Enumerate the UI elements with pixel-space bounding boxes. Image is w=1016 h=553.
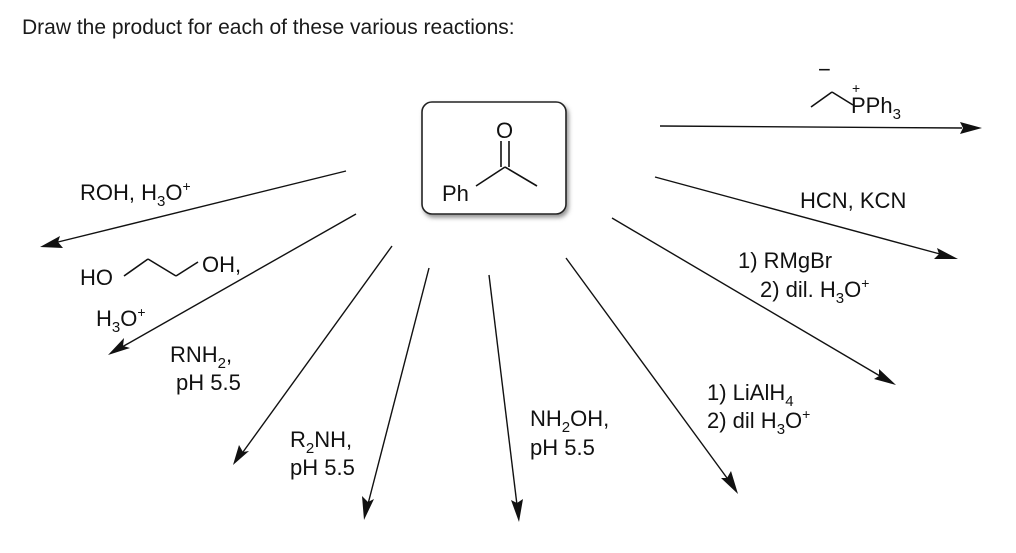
glycol-oh-label: OH, [202, 252, 241, 277]
primary-amine-label: RNH [170, 342, 218, 367]
reagent-primary-amine: RNH2, pH 5.5 [170, 342, 241, 395]
lialh4-acid-oxygen: O [785, 408, 802, 433]
lialh4-step-2: 2) dil H [707, 408, 777, 433]
reaction-arrow-hcn [654, 176, 958, 259]
primary-amine-ph: pH 5.5 [176, 370, 241, 395]
svg-text:H3O+: H3O+ [96, 304, 146, 336]
secondary-amine-label: R [290, 427, 306, 452]
primary-amine-subscript: 2 [218, 355, 226, 372]
reaction-arrow-alcohol [40, 170, 347, 248]
lialh4-acid-subscript: 3 [777, 421, 785, 438]
question-prompt: Draw the product for each of these vario… [22, 16, 515, 39]
secondary-amine-subscript: 2 [306, 440, 314, 457]
glycol-acid-charge: + [137, 304, 145, 320]
svg-text:2) dil H3O+: 2) dil H3O+ [707, 406, 810, 438]
ylide-plus-charge: + [852, 80, 860, 96]
alcohol-acid-charge: + [182, 178, 190, 194]
grignard-acid-charge: + [861, 275, 869, 291]
alcohol-acid-subscript: 3 [157, 193, 165, 210]
svg-text:ROH, H3O+: ROH, H3O+ [80, 178, 191, 210]
reaction-arrow-diol [108, 213, 357, 355]
grignard-step-1: 1) RMgBr [738, 248, 832, 273]
glycol-acid-h: H [96, 306, 112, 331]
reagent-wittig-ylide: − + PPh3 [810, 57, 901, 123]
lialh4-subscript: 4 [785, 393, 793, 410]
reaction-arrow-primary-amine [233, 245, 393, 465]
reagent-grignard: 1) RMgBr 2) dil. H3O+ [738, 248, 869, 307]
phenyl-label: Ph [442, 181, 469, 206]
svg-text:PPh3: PPh3 [851, 93, 901, 123]
acetophenone-structure: O Ph [442, 118, 538, 206]
reagent-hcn: HCN, KCN [800, 188, 906, 213]
svg-text:2) dil. H3O+: 2) dil. H3O+ [760, 275, 869, 307]
hydroxylamine-oh: OH, [570, 406, 609, 431]
grignard-step-2: 2) dil. H [760, 277, 836, 302]
lialh4-step-1: 1) LiAlH [707, 380, 785, 405]
ylide-group-label: PPh [851, 93, 893, 118]
reaction-arrow-grignard [611, 217, 896, 385]
carbonyl-oxygen-label: O [496, 118, 513, 143]
svg-text:R2NH,: R2NH, [290, 427, 352, 457]
glycol-ho-label: HO [80, 265, 113, 290]
reagent-ethylene-glycol: HO OH, H3O+ [80, 252, 241, 336]
svg-text:1) LiAlH4: 1) LiAlH4 [707, 380, 794, 410]
reaction-arrow-secondary-amine [362, 267, 430, 520]
primary-amine-comma: , [226, 342, 232, 367]
hydroxylamine-subscript: 2 [562, 419, 570, 436]
lialh4-acid-charge: + [802, 406, 810, 422]
reagent-alcohol: ROH, H3O+ [80, 178, 191, 210]
starting-material-box: O Ph [421, 101, 567, 215]
ylide-minus-charge: − [818, 57, 831, 82]
reaction-arrow-ylide [659, 122, 982, 134]
reaction-arrow-lialh4 [565, 257, 738, 494]
ylide-subscript: 3 [893, 106, 901, 123]
reaction-arrow-hydroxylamine [488, 274, 523, 522]
secondary-amine-ph: pH 5.5 [290, 455, 355, 480]
glycol-acid-oxygen: O [120, 306, 137, 331]
hydroxylamine-ph: pH 5.5 [530, 435, 595, 460]
reagent-lialh4: 1) LiAlH4 2) dil H3O+ [707, 380, 810, 438]
reagent-hydroxylamine: NH2OH, pH 5.5 [530, 406, 609, 460]
hydroxylamine-label: NH [530, 406, 562, 431]
secondary-amine-nh: NH, [314, 427, 352, 452]
glycol-acid-subscript: 3 [112, 319, 120, 336]
reagent-secondary-amine: R2NH, pH 5.5 [290, 427, 355, 480]
alcohol-label: ROH, H [80, 180, 157, 205]
svg-text:RNH2,: RNH2, [170, 342, 232, 372]
svg-text:NH2OH,: NH2OH, [530, 406, 609, 436]
alcohol-acid-oxygen: O [165, 180, 182, 205]
grignard-acid-oxygen: O [844, 277, 861, 302]
grignard-acid-subscript: 3 [836, 290, 844, 307]
